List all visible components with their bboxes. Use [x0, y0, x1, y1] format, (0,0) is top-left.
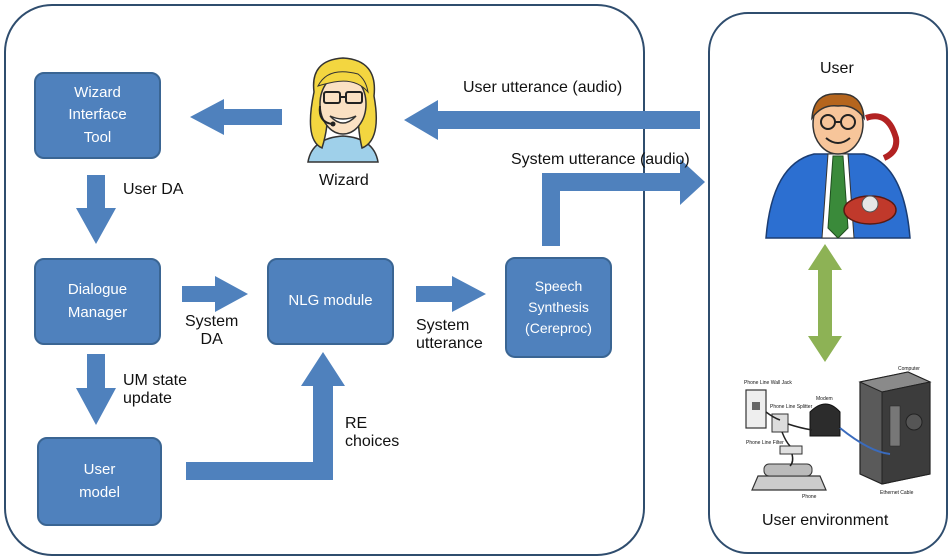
modem-icon — [809, 403, 841, 437]
system-da-label: System DA — [185, 313, 239, 349]
env-label-filter: Phone Line Filter — [746, 440, 784, 446]
user-model-box: User model — [37, 437, 162, 526]
phone-filter-icon — [779, 445, 803, 455]
env-label-splitter: Phone Line Splitter — [770, 404, 813, 410]
wizard-interface-tool-box: Wizard Interface Tool — [34, 72, 161, 159]
re-choices-label: RE choices — [345, 415, 400, 451]
env-label-wall-jack: Phone Line Wall Jack — [744, 380, 792, 386]
wizard-label: Wizard — [319, 172, 369, 189]
wizard-figure — [307, 57, 379, 163]
env-label-modem: Modem — [816, 396, 833, 402]
user-label: User — [820, 60, 854, 77]
user-environment-label: User environment — [762, 512, 889, 529]
system-utterance-arrow — [416, 276, 486, 312]
user-da-label: User DA — [123, 181, 184, 198]
env-label-ethernet: Ethernet Cable — [880, 490, 914, 496]
user-environment-illustration: Phone Line Wall Jack Phone Line Splitter… — [744, 366, 932, 500]
user-environment-link-arrow — [808, 244, 842, 362]
user-utterance-audio-label: User utterance (audio) — [463, 79, 623, 96]
system-utterance-label: System utterance — [416, 317, 483, 353]
env-label-computer: Computer — [898, 366, 920, 372]
speech-synthesis-box: Speech Synthesis (Cereproc) — [505, 257, 612, 358]
system-utterance-audio-arrow — [542, 159, 705, 246]
re-choices-arrow — [186, 352, 345, 480]
user-figure — [765, 93, 911, 239]
nlg-module-box: NLG module — [267, 258, 394, 345]
phone-icon — [751, 475, 827, 491]
user-da-arrow — [76, 175, 116, 244]
wizard-to-tool-arrow — [190, 99, 282, 135]
env-label-phone: Phone — [802, 494, 817, 500]
um-state-update-arrow — [76, 354, 116, 425]
system-da-arrow — [182, 276, 248, 312]
um-state-update-label: UM state update — [123, 372, 188, 408]
system-utterance-audio-label: System utterance (audio) — [511, 151, 690, 168]
dialogue-manager-box: Dialogue Manager — [34, 258, 161, 345]
user-utterance-arrow — [404, 100, 700, 140]
